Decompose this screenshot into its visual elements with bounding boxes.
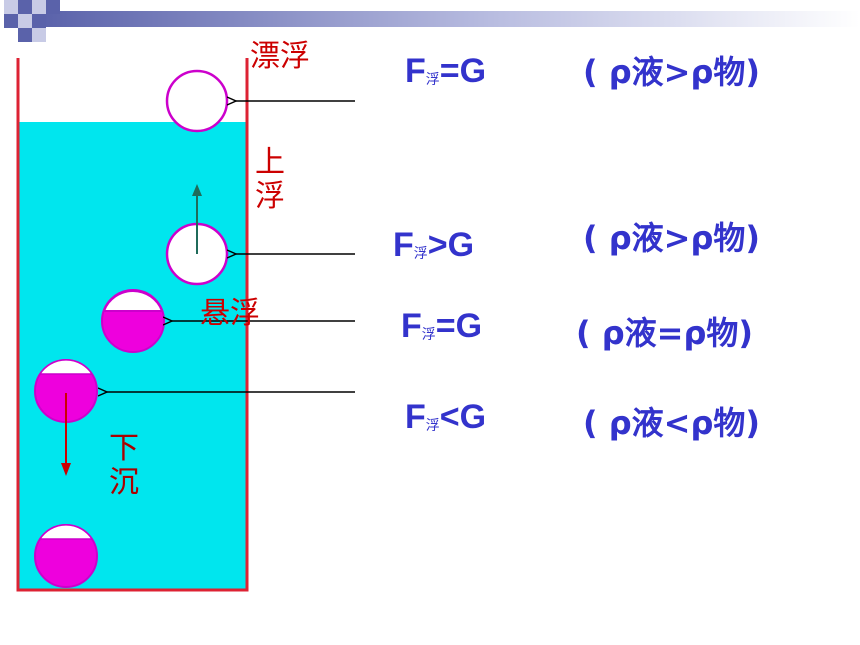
decorative-top-band xyxy=(4,0,860,42)
label-floating: 漂浮 xyxy=(250,39,310,74)
label-sinking: 下沉 xyxy=(109,431,139,500)
container xyxy=(16,58,249,592)
sinking-arrow-head xyxy=(61,463,71,476)
floating-ball xyxy=(165,69,229,133)
formula-rising: F浮>G xyxy=(393,226,475,264)
suspended-ball xyxy=(101,289,165,353)
bottom-ball xyxy=(34,524,98,588)
condition-rising: ( ρ液>ρ物) xyxy=(583,219,761,257)
condition-sinking: ( ρ液<ρ物) xyxy=(583,404,761,442)
formula-sinking: F浮<G xyxy=(405,398,487,436)
formula-suspended: F浮=G xyxy=(401,307,483,345)
formula-floating: F浮=G xyxy=(405,52,487,90)
liquid xyxy=(18,122,247,590)
label-rising: 上浮 xyxy=(255,145,285,214)
condition-suspended: ( ρ液=ρ物) xyxy=(576,314,754,352)
rising-arrow-head xyxy=(192,184,202,196)
corner-squares xyxy=(4,0,60,42)
condition-floating: ( ρ液>ρ物) xyxy=(583,53,761,91)
label-suspended: 悬浮 xyxy=(200,296,260,331)
sinking-ball xyxy=(34,359,98,423)
